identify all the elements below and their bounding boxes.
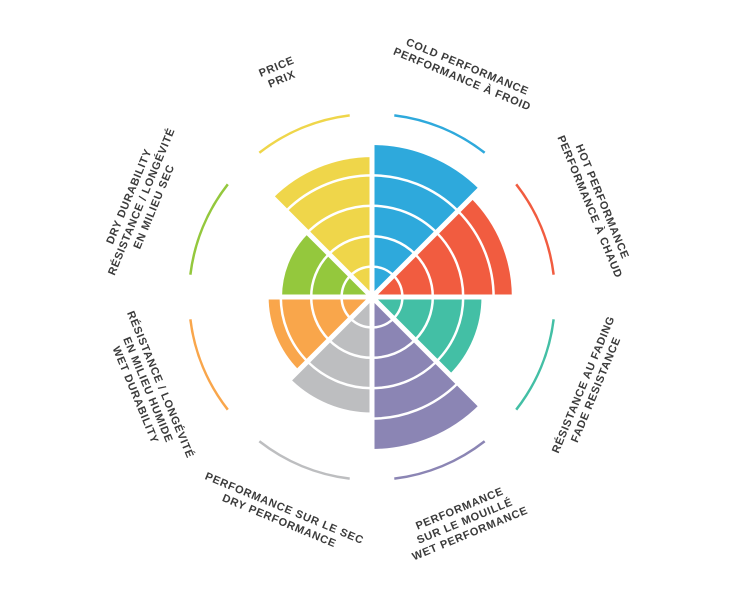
label-wet-durability: RÉSISTANCE / LONGÉVITÉEN MILIEU HUMIDEWE…: [99, 309, 197, 470]
spoke-divider: [370, 184, 485, 299]
outer-arc-price: [258, 114, 350, 154]
label-wet-performance: PERFORMANCESUR LE MOUILLÉWET PERFORMANCE: [400, 480, 530, 564]
wedge-cold-performance: [372, 145, 480, 297]
wedge-price: [273, 157, 372, 297]
outer-arc-wet-durability: [189, 319, 229, 411]
outer-arc-fade-resistance: [515, 319, 555, 411]
wedge-dry-performance: [290, 297, 372, 413]
outer-arc-hot-performance: [515, 183, 555, 275]
label-dry-durability: DRY DURABILITYRÉSISTANCE / LONGÉVITÉEN M…: [94, 121, 191, 282]
label-fade-resistance: RÉSISTANCE AU FADINGFADE RESISTANCE: [549, 314, 630, 460]
wedge-wet-performance: [372, 297, 480, 449]
wedge-dry-durability: [280, 232, 372, 297]
label-price: PRICEPRIX: [257, 55, 301, 93]
spoke-divider: [259, 295, 374, 410]
outer-arc-dry-performance: [258, 440, 350, 480]
wedge-fade-resistance: [372, 297, 482, 375]
spoke-divider: [259, 184, 374, 299]
outer-arc-wet-performance: [394, 440, 486, 480]
label-cold-performance: COLD PERFORMANCEPERFORMANCE À FROID: [391, 33, 537, 113]
outer-arc-dry-durability: [189, 183, 229, 275]
spoke-divider: [370, 295, 485, 410]
wedge-hot-performance: [372, 198, 512, 297]
label-hot-performance: HOT PERFORMANCEPERFORMANCE À CHAUD: [554, 129, 636, 280]
label-dry-performance: PERFORMANCE SUR LE SECDRY PERFORMANCE: [198, 471, 365, 560]
outer-arc-cold-performance: [394, 114, 486, 154]
